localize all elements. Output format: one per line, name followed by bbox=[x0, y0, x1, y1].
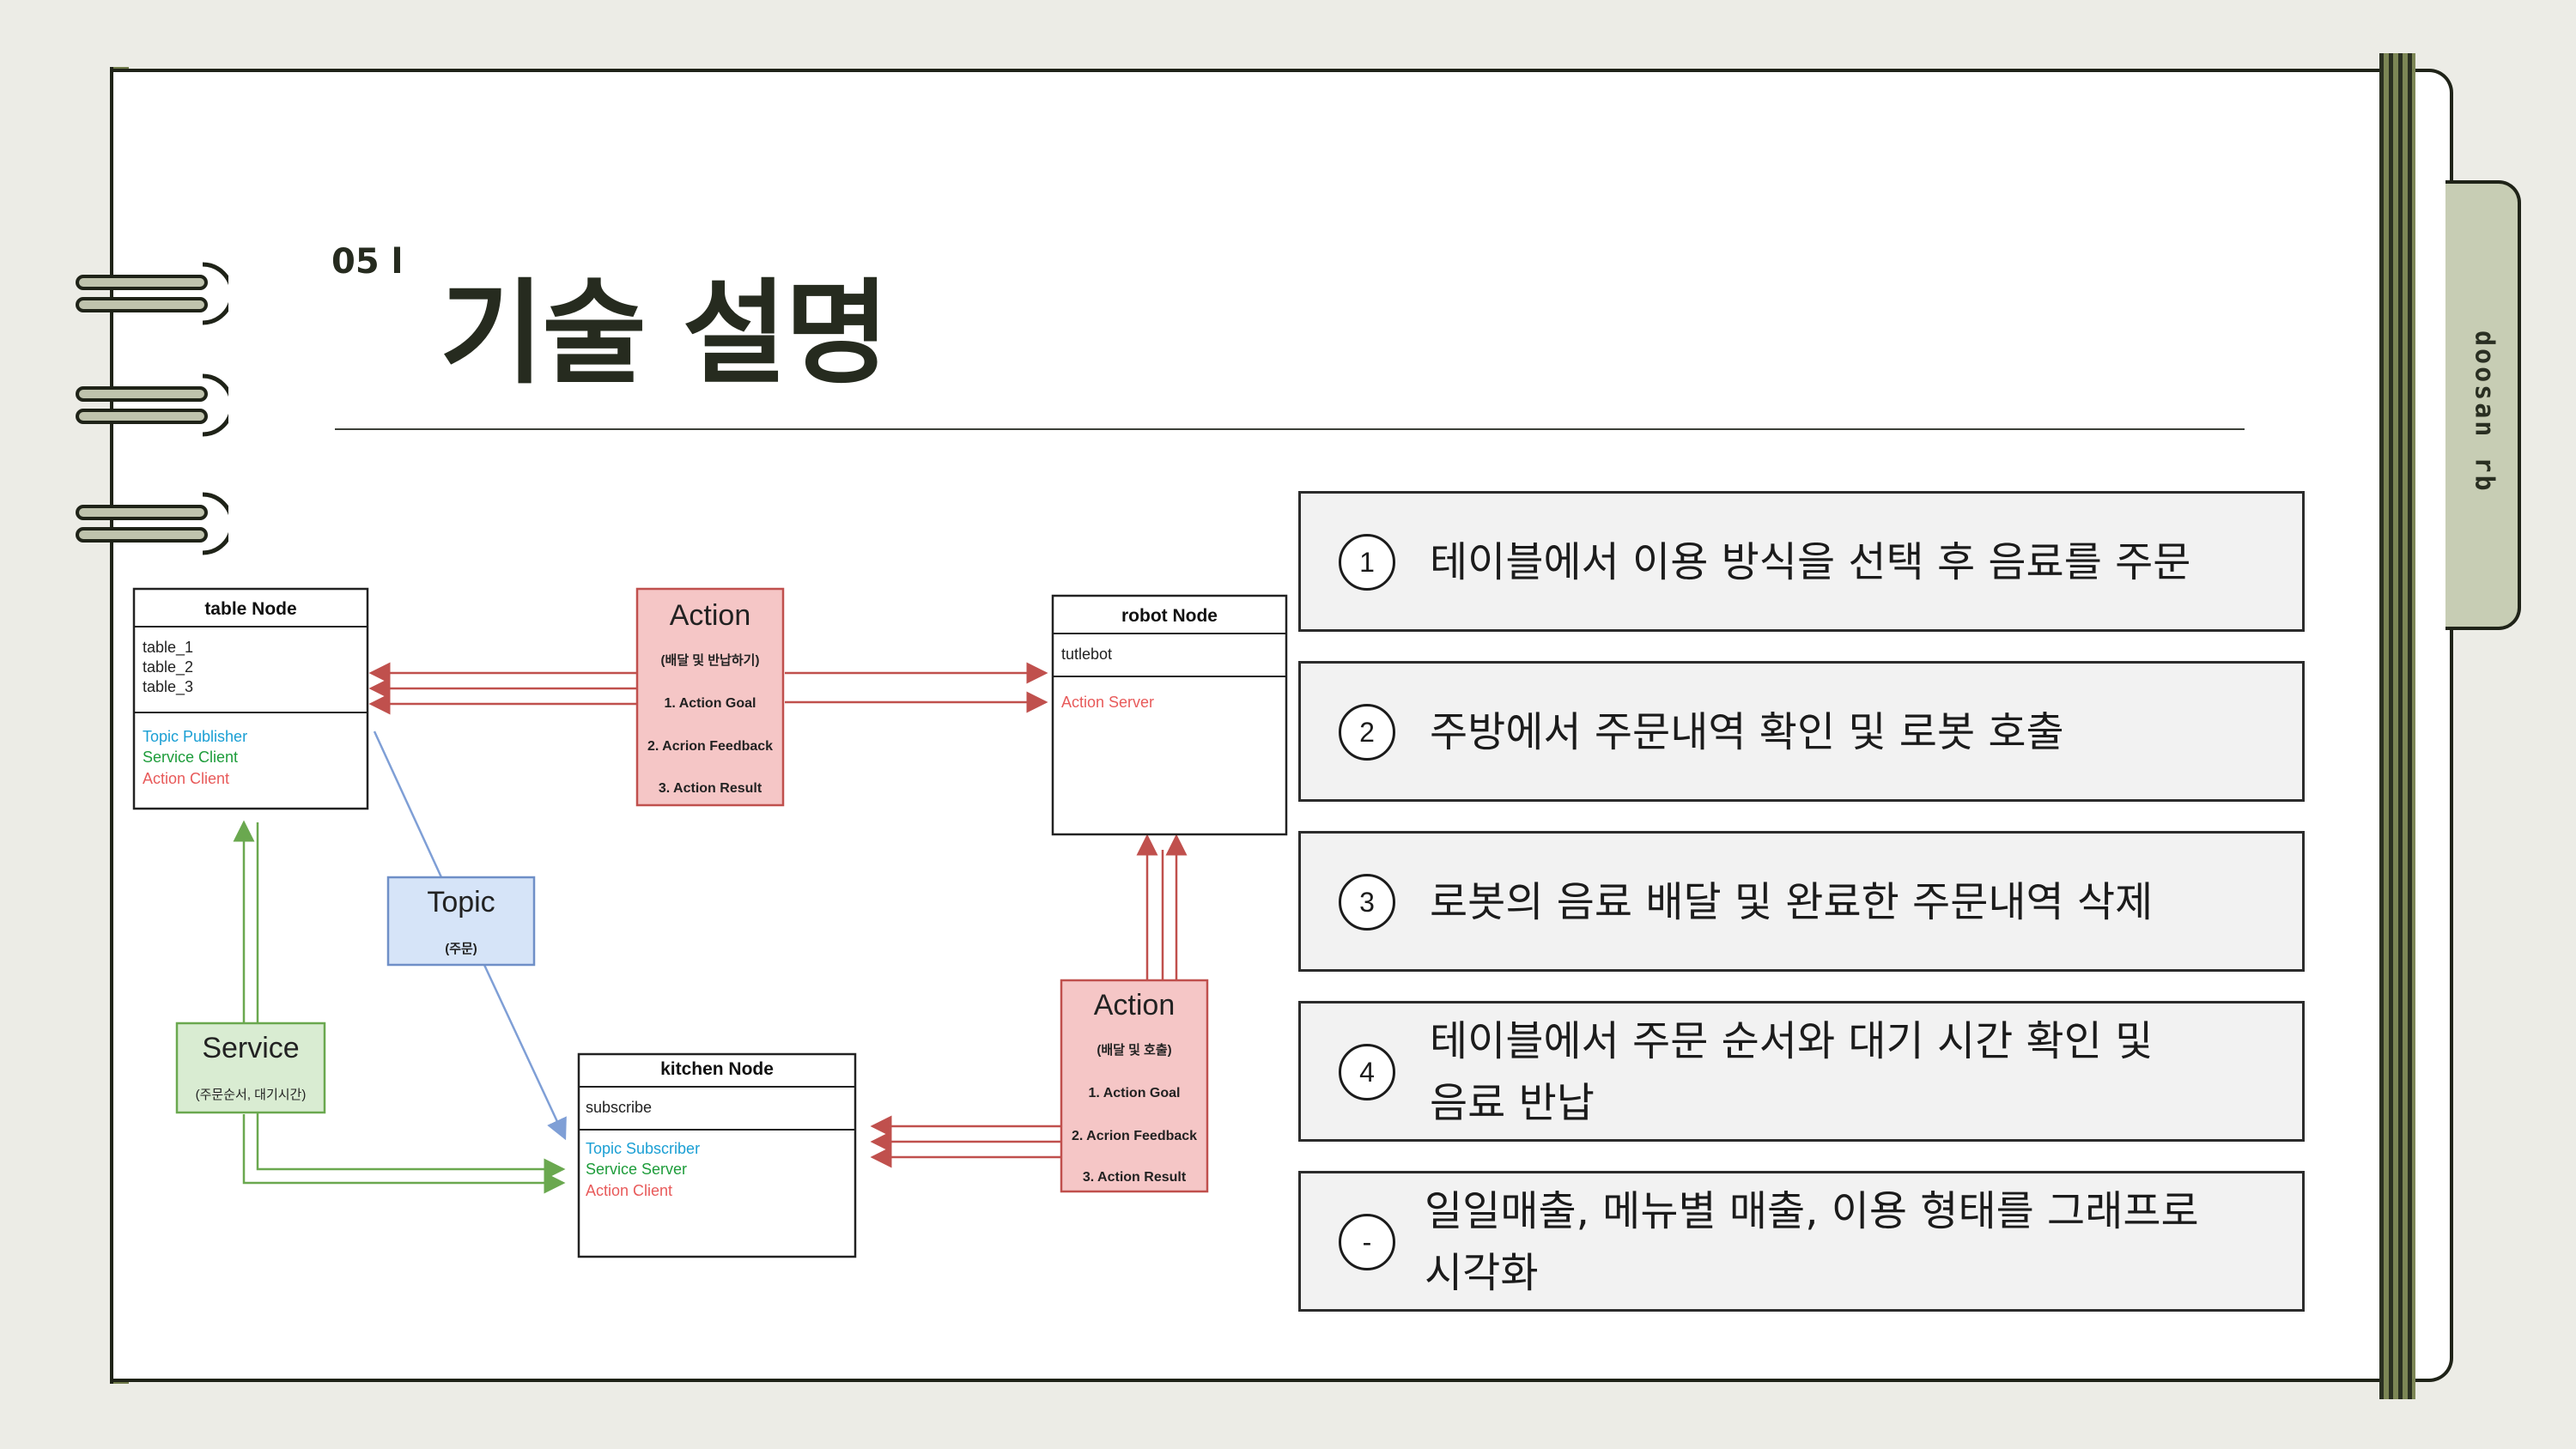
action-bottom-robot-connectors bbox=[1136, 834, 1188, 980]
kitchen-node: kitchen Node subscribe Topic Subscriber … bbox=[577, 1052, 857, 1258]
binder-ring-3-icon bbox=[76, 492, 228, 555]
page-title: 기술 설명 bbox=[440, 268, 890, 400]
side-tab[interactable] bbox=[2445, 180, 2521, 630]
action-bottom-step: 2. Acrion Feedback bbox=[1072, 1129, 1197, 1143]
robot-node-role-action: Action Server bbox=[1061, 694, 1154, 711]
step-number-badge: 2 bbox=[1339, 704, 1395, 761]
action-bottom-subtitle: (배달 및 호출) bbox=[1097, 1042, 1171, 1058]
page-spine-right bbox=[2379, 53, 2415, 1399]
kitchen-node-role-action: Action Client bbox=[586, 1182, 672, 1199]
action-top-connectors bbox=[368, 662, 1048, 715]
step-number-badge: - bbox=[1339, 1214, 1395, 1270]
step-text: 테이블에서 이용 방식을 선택 후 음료를 주문 bbox=[1430, 538, 2191, 586]
step-text: 로봇의 음료 배달 및 완료한 주문내역 삭제 bbox=[1430, 878, 2154, 926]
topic-box: Topic (주문) bbox=[386, 876, 536, 967]
action-top-subtitle: (배달 및 반납하기) bbox=[661, 652, 760, 668]
table-node-item: table_2 bbox=[143, 658, 193, 676]
kitchen-node-title: kitchen Node bbox=[660, 1059, 774, 1079]
step-text: 일일매출, 메뉴별 매출, 이용 형태를 그래프로 bbox=[1425, 1187, 2199, 1235]
step-number-badge: 4 bbox=[1339, 1044, 1395, 1100]
action-bottom-step: 1. Action Goal bbox=[1089, 1086, 1181, 1100]
action-bottom-title: Action bbox=[1094, 989, 1176, 1022]
step-text: 음료 반납 bbox=[1430, 1079, 1595, 1127]
robot-node-item: tutlebot bbox=[1061, 646, 1112, 663]
table-node-role-service: Service Client bbox=[143, 749, 238, 766]
step-card: 4 테이블에서 주문 순서와 대기 시간 확인 및 음료 반납 bbox=[1298, 1001, 2305, 1142]
service-title: Service bbox=[202, 1032, 299, 1064]
robot-node: robot Node tutlebot Action Server bbox=[1051, 594, 1288, 836]
title-divider bbox=[335, 428, 2245, 430]
robot-node-title: robot Node bbox=[1121, 606, 1218, 626]
table-node-title: table Node bbox=[204, 599, 296, 619]
action-box-bottom: Action (배달 및 호출) 1. Action Goal 2. Acrio… bbox=[1060, 979, 1209, 1193]
ros-architecture-diagram: table Node table_1 table_2 table_3 Topic… bbox=[132, 587, 1288, 1258]
step-card: - 일일매출, 메뉴별 매출, 이용 형태를 그래프로 시각화 bbox=[1298, 1171, 2305, 1312]
action-bottom-kitchen-connectors bbox=[870, 1115, 1061, 1168]
table-node-item: table_3 bbox=[143, 678, 193, 696]
action-top-title: Action bbox=[670, 599, 751, 632]
kitchen-node-role-topic: Topic Subscriber bbox=[586, 1140, 700, 1157]
step-card: 1 테이블에서 이용 방식을 선택 후 음료를 주문 bbox=[1298, 491, 2305, 632]
side-tab-label: doosan rb bbox=[2469, 330, 2500, 494]
action-bottom-step: 3. Action Result bbox=[1083, 1170, 1187, 1185]
step-number-badge: 3 bbox=[1339, 874, 1395, 931]
step-text: 주방에서 주문내역 확인 및 로봇 호출 bbox=[1430, 708, 2064, 756]
step-number-badge: 1 bbox=[1339, 534, 1395, 591]
step-card: 3 로봇의 음료 배달 및 완료한 주문내역 삭제 bbox=[1298, 831, 2305, 972]
binder-ring-2-icon bbox=[76, 373, 228, 437]
kitchen-node-role-service: Service Server bbox=[586, 1161, 687, 1178]
topic-connector bbox=[373, 731, 567, 1141]
service-subtitle: (주문순서, 대기시간) bbox=[196, 1088, 307, 1102]
table-node-role-action: Action Client bbox=[143, 770, 229, 787]
action-top-step: 1. Action Goal bbox=[665, 696, 756, 711]
table-node-item: table_1 bbox=[143, 639, 193, 657]
binder-ring-1-icon bbox=[76, 262, 228, 325]
table-node: table Node table_1 table_2 table_3 Topic… bbox=[132, 587, 369, 810]
service-box: Service (주문순서, 대기시간) bbox=[175, 1022, 326, 1114]
action-top-step: 2. Acrion Feedback bbox=[647, 739, 773, 754]
action-box-top: Action (배달 및 반납하기) 1. Action Goal 2. Acr… bbox=[635, 587, 785, 807]
table-node-role-topic: Topic Publisher bbox=[143, 728, 247, 745]
kitchen-node-item: subscribe bbox=[586, 1099, 652, 1116]
topic-subtitle: (주문) bbox=[445, 942, 477, 956]
topic-title: Topic bbox=[427, 886, 495, 919]
action-top-step: 3. Action Result bbox=[659, 781, 762, 796]
step-text: 테이블에서 주문 순서와 대기 시간 확인 및 bbox=[1430, 1017, 2154, 1065]
step-text: 시각화 bbox=[1425, 1249, 1539, 1297]
section-number: 05 l bbox=[331, 242, 404, 282]
step-card: 2 주방에서 주문내역 확인 및 로봇 호출 bbox=[1298, 661, 2305, 802]
